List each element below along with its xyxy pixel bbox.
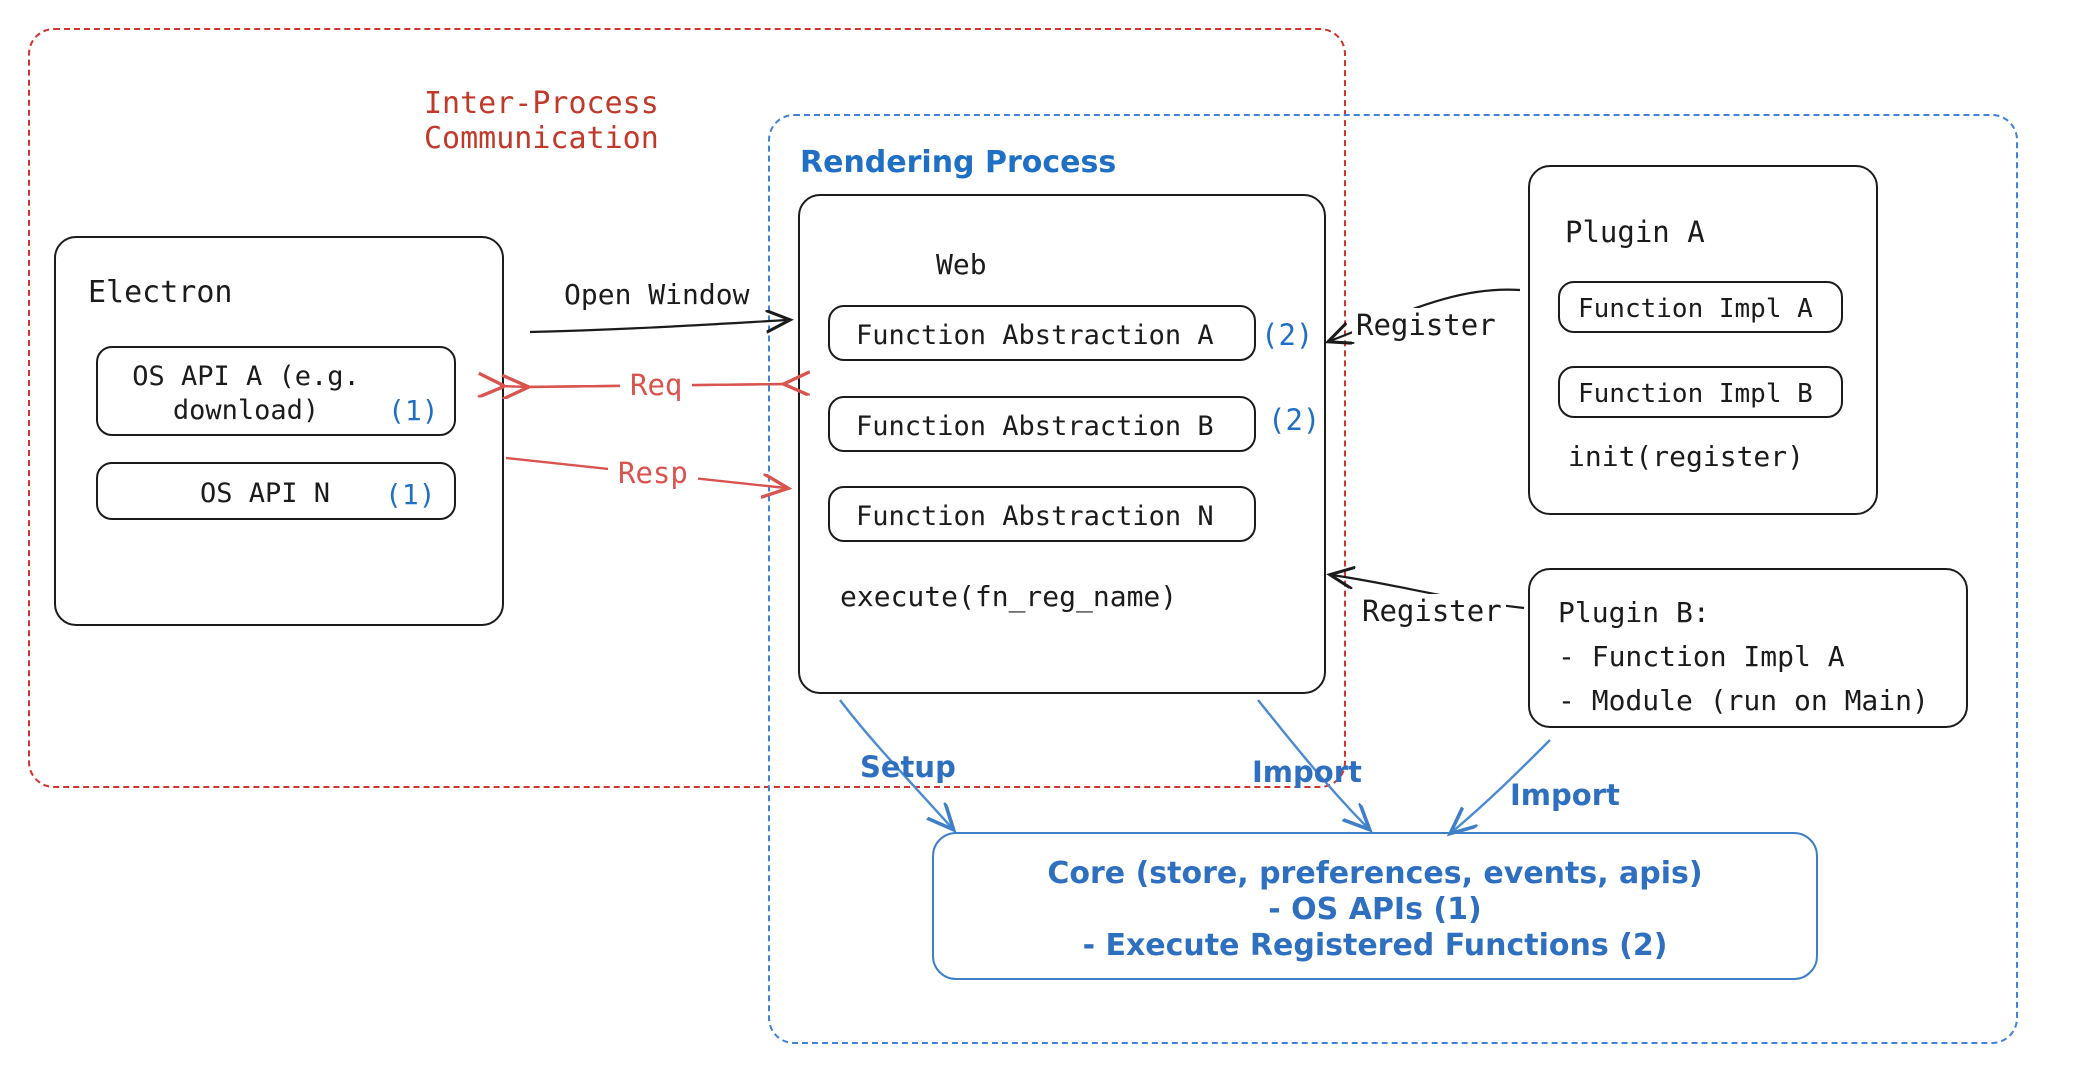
os-api-a-marker: (1): [388, 394, 439, 427]
edge-label-register-plugin-a: Register: [1352, 308, 1500, 342]
function-abstraction-b-label: Function Abstraction B: [856, 411, 1214, 442]
edge-label-import-plugin-b: Import: [1510, 778, 1620, 812]
edge-label-import-web: Import: [1252, 755, 1362, 789]
node-plugin-b[interactable]: [1528, 568, 1968, 728]
plugin-a-init-label: init(register): [1568, 440, 1805, 473]
node-function-abstraction-n[interactable]: [828, 486, 1256, 542]
function-abstraction-a-marker: (2): [1261, 318, 1314, 352]
core-line-3: - Execute Registered Functions (2): [1082, 928, 1668, 963]
os-api-n-marker: (1): [385, 478, 436, 511]
node-function-impl-b[interactable]: [1558, 366, 1843, 418]
edge-label-register-plugin-b: Register: [1358, 594, 1506, 628]
node-os-api-a[interactable]: [96, 346, 456, 436]
region-rendering-process: [768, 114, 2018, 1044]
edge-label-open-window: Open Window: [558, 278, 756, 311]
node-os-api-n[interactable]: [96, 462, 456, 520]
node-function-abstraction-b[interactable]: [828, 396, 1256, 452]
node-core[interactable]: [932, 832, 1818, 980]
plugin-b-line-1: Plugin B:: [1558, 596, 1710, 629]
ipc-region-title-line1: Inter-Process: [424, 86, 659, 121]
edge-label-setup: Setup: [860, 750, 956, 784]
rendering-region-title: Rendering Process: [800, 145, 1117, 180]
node-function-abstraction-a[interactable]: [828, 305, 1256, 361]
web-execute-label: execute(fn_reg_name): [840, 580, 1178, 613]
node-plugin-a[interactable]: [1528, 165, 1878, 515]
function-abstraction-a-label: Function Abstraction A: [856, 320, 1214, 351]
plugin-b-line-2: - Function Impl A: [1558, 640, 1845, 673]
edge-label-req: Req: [620, 368, 693, 402]
function-impl-b-label: Function Impl B: [1578, 379, 1813, 409]
electron-title: Electron: [88, 275, 233, 310]
core-line-1: Core (store, preferences, events, apis): [1047, 856, 1703, 891]
edge-label-resp: Resp: [608, 456, 698, 490]
core-line-2: - OS APIs (1): [1268, 892, 1482, 927]
function-abstraction-n-label: Function Abstraction N: [856, 501, 1214, 532]
node-function-impl-a[interactable]: [1558, 281, 1843, 333]
plugin-b-line-3: - Module (run on Main): [1558, 684, 1929, 717]
ipc-region-title-line2: Communication: [424, 121, 659, 156]
os-api-n-label: OS API N: [200, 478, 331, 509]
plugin-a-title: Plugin A: [1565, 215, 1705, 249]
function-abstraction-b-marker: (2): [1268, 403, 1321, 437]
function-impl-a-label: Function Impl A: [1578, 294, 1813, 324]
os-api-a-label: OS API A (e.g. download): [106, 360, 386, 428]
os-api-a-text: OS API A (e.g. download): [132, 361, 360, 426]
region-inter-process-communication: [28, 28, 1346, 788]
web-title: Web: [936, 248, 987, 281]
